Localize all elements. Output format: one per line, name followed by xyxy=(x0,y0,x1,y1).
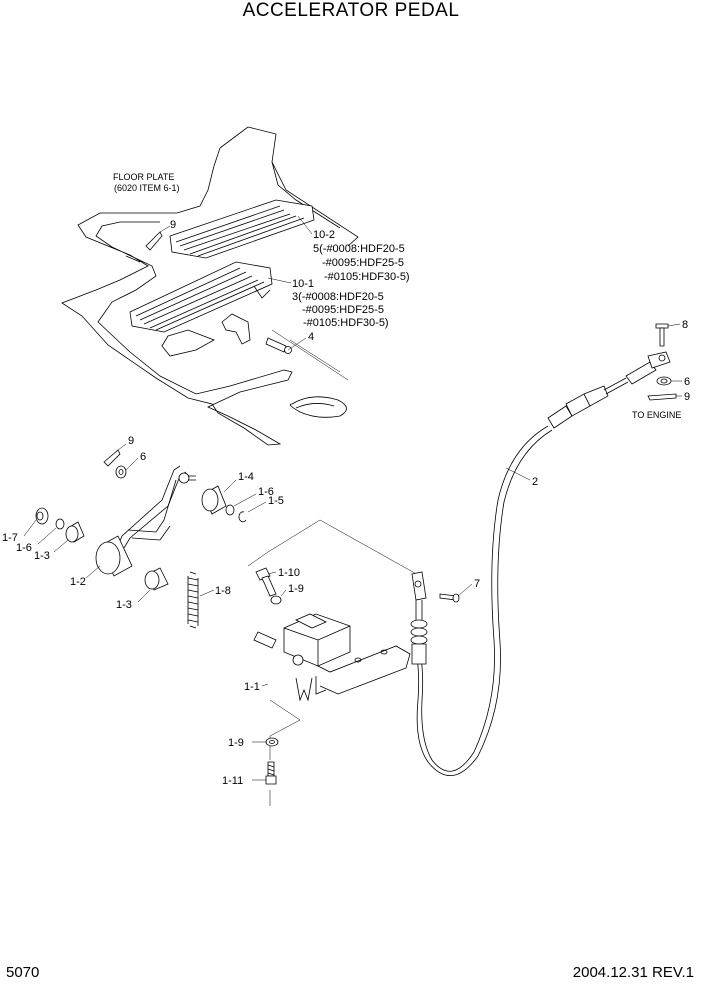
callout-1-7: 1-7 xyxy=(2,532,18,544)
washer-1-6-left-icon xyxy=(55,518,65,530)
bushing-1-3-upper-icon xyxy=(65,521,85,543)
pedal-pad-10-1 xyxy=(129,261,273,333)
callout-9-engine: 9 xyxy=(684,391,690,403)
bushing-1-4-icon xyxy=(201,485,227,515)
throttle-cable xyxy=(415,351,671,777)
callout-4: 4 xyxy=(308,331,314,343)
bracket-1-1 xyxy=(253,613,411,702)
callout-1-3-lower: 1-3 xyxy=(116,599,132,611)
callout-6-pedal: 6 xyxy=(140,451,146,463)
callout-9-upper: 9 xyxy=(170,219,176,231)
callout-10-1: 10-1 xyxy=(292,278,314,290)
washer-1-6-right-icon xyxy=(225,504,235,516)
callout-1-1: 1-1 xyxy=(244,681,260,693)
pedal-pad-10-2 xyxy=(169,199,315,259)
callout-10-2-line3: -#0105:HDF30-5) xyxy=(324,271,410,283)
callout-10-2-line2: -#0095:HDF25-5 xyxy=(322,257,404,269)
callout-1-9-lower: 1-9 xyxy=(228,737,244,749)
callout-10-2: 10-2 xyxy=(313,229,335,241)
floor-plate xyxy=(61,126,359,446)
callout-9-pedal: 9 xyxy=(128,435,134,447)
floor-plate-label: FLOOR PLATE xyxy=(113,172,174,182)
bolt-8-icon xyxy=(655,323,669,347)
callout-6-engine: 6 xyxy=(684,376,690,388)
page-title: ACCELERATOR PEDAL xyxy=(242,0,460,21)
bolt-1-10-icon xyxy=(255,567,277,597)
page-number: 5070 xyxy=(6,964,40,981)
snap-ring-1-5-icon xyxy=(238,511,247,523)
cotter-pin-9-pedal-icon xyxy=(103,449,121,467)
pin-7-icon xyxy=(439,593,460,603)
callout-1-8: 1-8 xyxy=(215,585,231,597)
cotter-pin-9-engine-icon xyxy=(647,393,677,401)
callout-8: 8 xyxy=(682,319,688,331)
callout-2: 2 xyxy=(532,476,538,488)
callout-1-6-right: 1-6 xyxy=(258,486,274,498)
cap-1-7-icon xyxy=(35,507,49,525)
cotter-pin-9-icon xyxy=(145,231,163,251)
spring-1-8-icon xyxy=(187,571,199,629)
callout-1-9-upper: 1-9 xyxy=(288,583,304,595)
floor-bracket xyxy=(221,313,292,354)
callout-1-5: 1-5 xyxy=(268,495,284,507)
callout-1-3-upper: 1-3 xyxy=(34,550,50,562)
callout-1-6-left: 1-6 xyxy=(16,542,32,554)
callout-7: 7 xyxy=(474,578,480,590)
bushing-1-3-lower-icon xyxy=(144,567,169,591)
floor-plate-ref: (6020 ITEM 6-1) xyxy=(114,183,180,193)
bolt-1-11-icon xyxy=(265,761,277,785)
washer-6-icon xyxy=(115,465,127,479)
callout-1-4: 1-4 xyxy=(238,471,254,483)
callout-1-10: 1-10 xyxy=(278,567,300,579)
callout-1-11: 1-11 xyxy=(222,775,243,787)
pedal-arm xyxy=(117,465,196,549)
nut-1-9-upper-icon xyxy=(270,595,282,605)
callout-10-1-line1: 3(-#0008:HDF20-5 xyxy=(292,291,384,303)
to-engine-label: TO ENGINE xyxy=(632,410,681,420)
nut-1-9-lower-icon xyxy=(265,737,279,747)
cable-clevis xyxy=(410,571,428,665)
callout-10-1-line3: -#0105:HDF30-5) xyxy=(303,317,389,329)
callout-1-2: 1-2 xyxy=(70,576,86,588)
nut-6-icon xyxy=(656,376,672,386)
callout-10-2-line1: 5(-#0008:HDF20-5 xyxy=(313,243,405,255)
roller-1-2-icon xyxy=(95,535,133,577)
revision-date: 2004.12.31 REV.1 xyxy=(572,964,694,981)
callout-10-1-line2: -#0095:HDF25-5 xyxy=(302,304,384,316)
